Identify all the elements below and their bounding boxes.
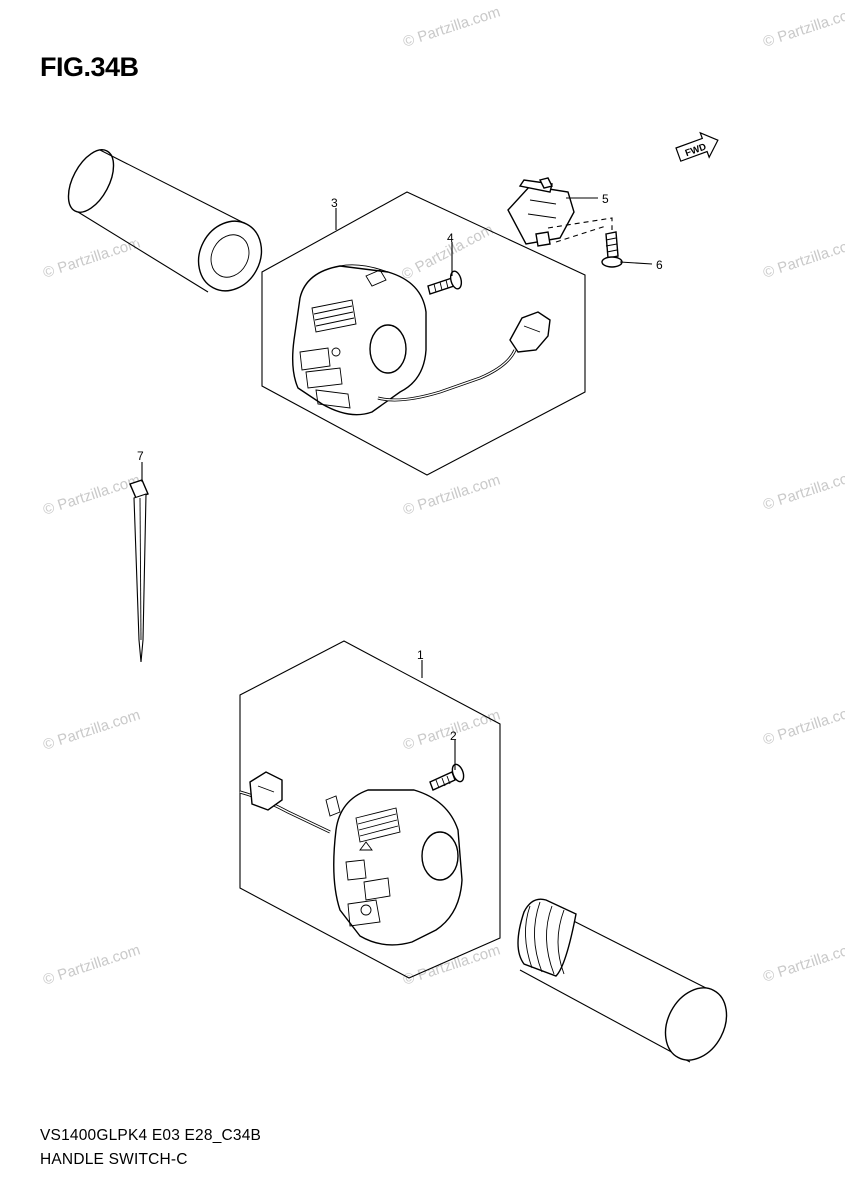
watermark: © Partzilla.com	[761, 938, 845, 985]
watermark: © Partzilla.com	[401, 3, 502, 50]
watermark: © Partzilla.com	[761, 3, 845, 50]
screw-part-6	[601, 231, 623, 268]
callout-6: 6	[656, 258, 663, 272]
left-handlebar-grip	[67, 149, 263, 293]
watermark: © Partzilla.com	[401, 471, 502, 518]
switch-assembly-box-3	[261, 191, 586, 476]
diagram-code: VS1400GLPK4 E03 E28_C34B	[40, 1127, 262, 1144]
callout-7: 7	[137, 449, 144, 463]
callout-5: 5	[602, 192, 609, 206]
screw-part-2	[429, 763, 465, 791]
switch-assembly-box-1	[239, 640, 501, 979]
watermark: © Partzilla.com	[41, 234, 142, 281]
watermark: © Partzilla.com	[761, 701, 845, 748]
clutch-switch-part-5	[507, 177, 575, 247]
callout-leaders	[141, 197, 653, 770]
figure-title: FIG.34B	[40, 52, 139, 82]
callout-1: 1	[417, 648, 424, 662]
screw-part-4	[427, 270, 463, 295]
watermark: © Partzilla.com	[41, 706, 142, 753]
callout-3: 3	[331, 196, 338, 210]
cable-tie-part-7	[129, 479, 149, 663]
watermark: © Partzilla.com	[41, 941, 142, 988]
watermark: © Partzilla.com	[761, 234, 845, 281]
watermark: © Partzilla.com	[401, 941, 502, 988]
callout-labels: 1 2 3 4 5 6 7	[137, 192, 663, 743]
fwd-direction-arrow: FWD	[675, 131, 719, 162]
throttle-grip	[517, 898, 728, 1063]
diagram-name: HANDLE SWITCH-C	[40, 1151, 188, 1168]
watermark: © Partzilla.com	[761, 466, 845, 513]
left-handle-switch-housing	[291, 264, 551, 416]
watermark: © Partzilla.com	[41, 471, 142, 518]
right-handle-switch-housing	[239, 771, 463, 946]
callout-2: 2	[450, 729, 457, 743]
callout-4: 4	[447, 231, 454, 245]
